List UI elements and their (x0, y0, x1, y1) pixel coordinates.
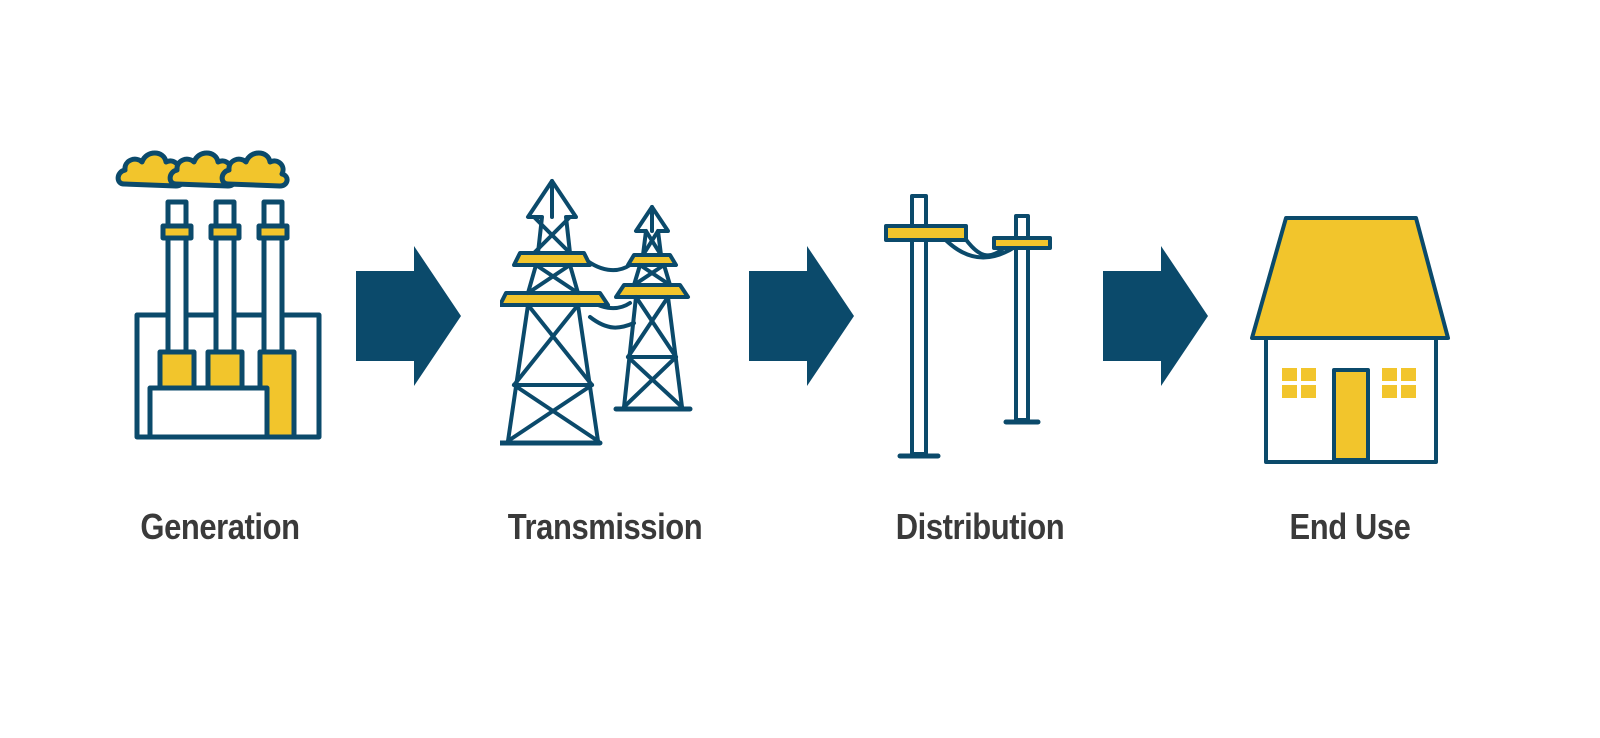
arrow-right-icon (749, 246, 854, 386)
power-plant-icon (115, 150, 322, 440)
stage-label-transmission: Transmission (507, 506, 703, 547)
house-icon (1250, 216, 1450, 464)
stage-label-generation: Generation (140, 506, 300, 547)
stage-label-end-use: End Use (1289, 506, 1411, 547)
arrow-right-icon (1103, 246, 1208, 386)
transmission-tower-icon (500, 179, 693, 446)
utility-pole-icon (884, 194, 1052, 459)
stage-label-distribution: Distribution (895, 506, 1065, 547)
arrow-right-icon (356, 246, 461, 386)
